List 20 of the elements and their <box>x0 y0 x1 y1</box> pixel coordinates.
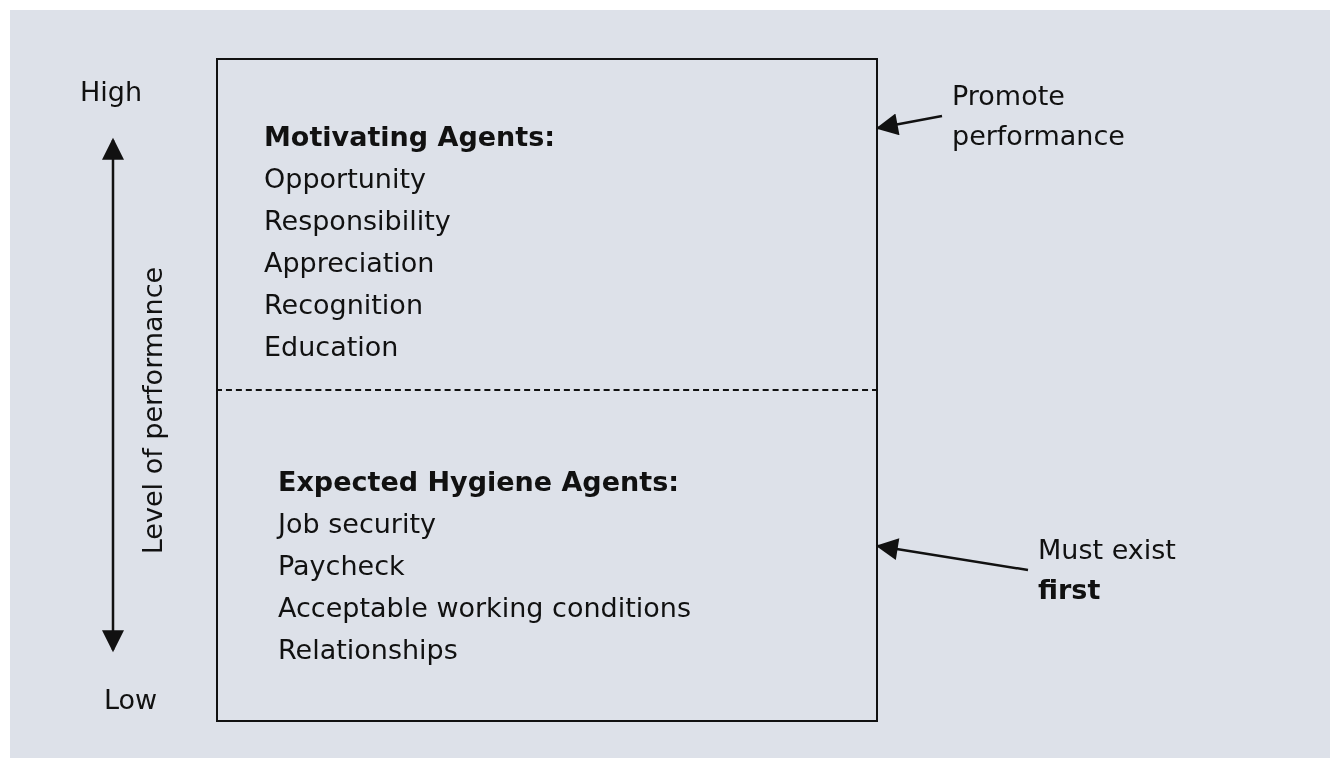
section-heading: Motivating Agents: <box>264 120 557 154</box>
lower-section <box>216 391 878 722</box>
list-item: Acceptable working conditions <box>278 591 692 625</box>
list-item: Responsibility <box>264 204 452 238</box>
list-item: Appreciation <box>264 246 436 280</box>
list-item: Job security <box>278 507 437 541</box>
arrow <box>875 113 943 136</box>
section-heading: Expected Hygiene Agents: <box>278 465 680 499</box>
arrow <box>875 538 1029 572</box>
list-item: Education <box>264 330 400 364</box>
axis-title: Level of performance <box>136 266 168 554</box>
note-text: Must exist first <box>1038 530 1198 610</box>
list-item: Opportunity <box>264 162 428 196</box>
list-item: Recognition <box>264 288 424 322</box>
note-text: Promote performance <box>952 76 1212 156</box>
list-item: Paycheck <box>278 549 406 583</box>
upper-section <box>216 58 878 391</box>
axis-end-label: High <box>80 76 143 107</box>
axis-end-label: Low <box>104 684 158 715</box>
list-item: Relationships <box>278 633 459 667</box>
